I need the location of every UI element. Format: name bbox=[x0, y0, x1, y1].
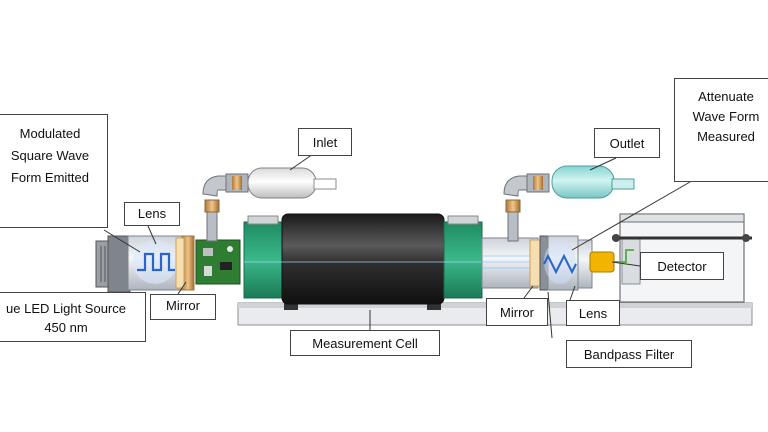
attenuated-line-2: Wave Form bbox=[692, 109, 760, 124]
modulated-line-1: Modulated bbox=[19, 126, 81, 141]
modulated-line-2: Square Wave bbox=[10, 148, 90, 163]
lens-left-label: Lens bbox=[124, 202, 180, 226]
attenuated-wave-label: Attenuate Wave Form Measured bbox=[674, 78, 768, 182]
modulated-line-3: Form Emitted bbox=[10, 170, 89, 185]
light-source-label: ue LED Light Source 450 nm bbox=[0, 292, 146, 342]
pcb-board bbox=[195, 239, 241, 285]
left-lens-tube bbox=[127, 235, 183, 291]
inlet-fitting bbox=[202, 167, 337, 242]
measurement-cell-label: Measurement Cell bbox=[290, 330, 440, 356]
emitted-square-wave bbox=[137, 252, 175, 272]
measurement-cell bbox=[243, 213, 483, 305]
outlet-label: Outlet bbox=[594, 128, 660, 158]
attenuated-wave-on-beam bbox=[543, 253, 577, 275]
led-light-source bbox=[95, 235, 131, 293]
left-lens-element bbox=[175, 235, 195, 291]
light-source-line-1: ue LED Light Source bbox=[6, 301, 126, 316]
mirror-right-label: Mirror bbox=[486, 298, 548, 326]
attenuated-line-1: Attenuate bbox=[698, 89, 754, 104]
outlet-fitting bbox=[503, 165, 635, 242]
attenuated-line-3: Measured bbox=[697, 129, 755, 144]
bandpass-filter-label: Bandpass Filter bbox=[566, 340, 692, 368]
modulated-square-wave-label: Modulated Square Wave Form Emitted bbox=[0, 114, 108, 228]
right-mirror-element bbox=[529, 239, 541, 287]
bandpass-filter-element bbox=[539, 235, 579, 291]
detector-label: Detector bbox=[640, 252, 724, 280]
light-source-line-2: 450 nm bbox=[44, 320, 88, 335]
inlet-label: Inlet bbox=[298, 128, 352, 156]
mirror-left-label: Mirror bbox=[150, 294, 216, 320]
lens-right-label: Lens bbox=[566, 300, 620, 326]
